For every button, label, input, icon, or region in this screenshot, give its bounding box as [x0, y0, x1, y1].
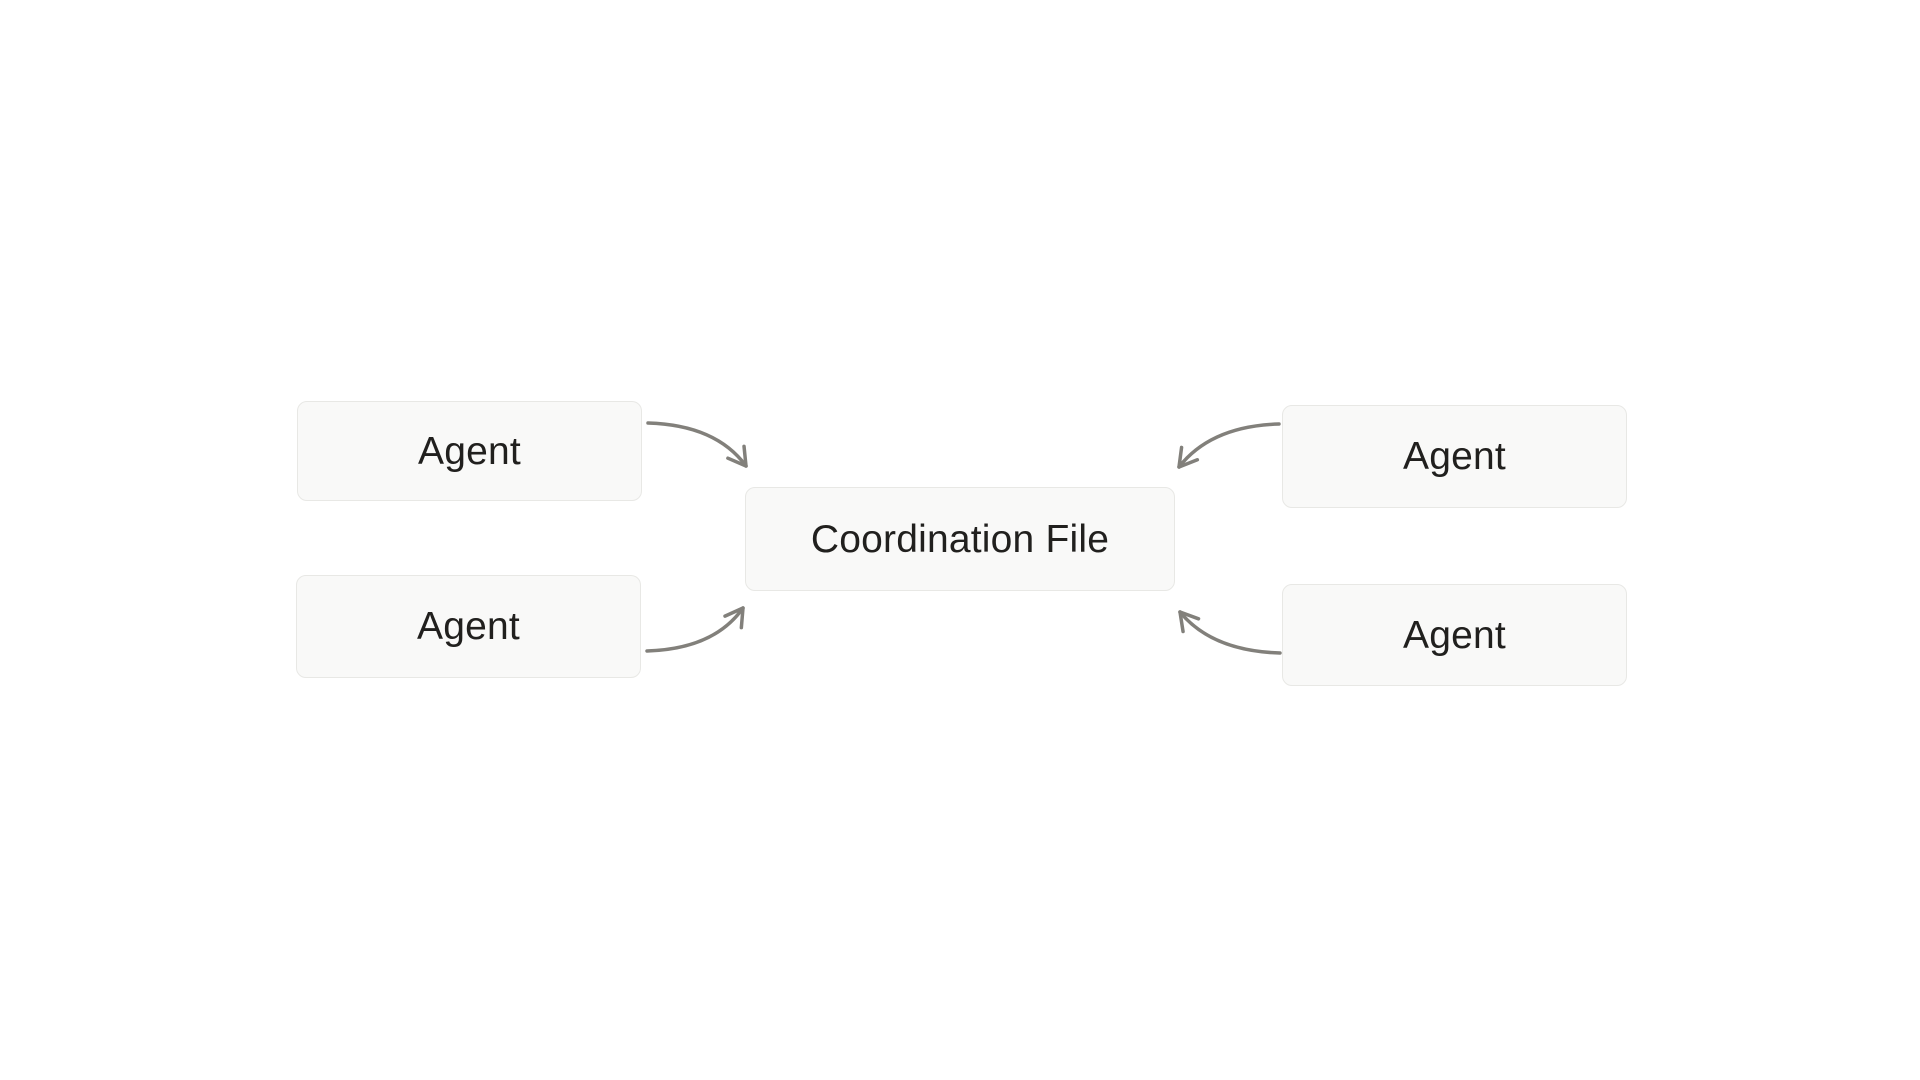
agent-node-bottom-right: Agent	[1282, 584, 1627, 686]
agent-node-label: Agent	[1403, 613, 1506, 657]
arrow-bottom-right-to-center	[1178, 610, 1282, 655]
arrow-top-right-to-center	[1177, 422, 1281, 469]
arrow-top-left-to-center	[646, 421, 748, 468]
arrow-bottom-left-to-center	[645, 606, 745, 653]
agent-node-bottom-left: Agent	[296, 575, 641, 678]
agent-node-label: Agent	[1403, 435, 1506, 478]
coordination-file-node: Coordination File	[745, 487, 1175, 591]
agent-node-top-right: Agent	[1282, 405, 1627, 508]
agent-node-label: Agent	[417, 605, 520, 648]
coordination-file-label: Coordination File	[810, 517, 1110, 561]
agent-node-label: Agent	[418, 429, 521, 473]
agent-node-top-left: Agent	[297, 401, 642, 501]
